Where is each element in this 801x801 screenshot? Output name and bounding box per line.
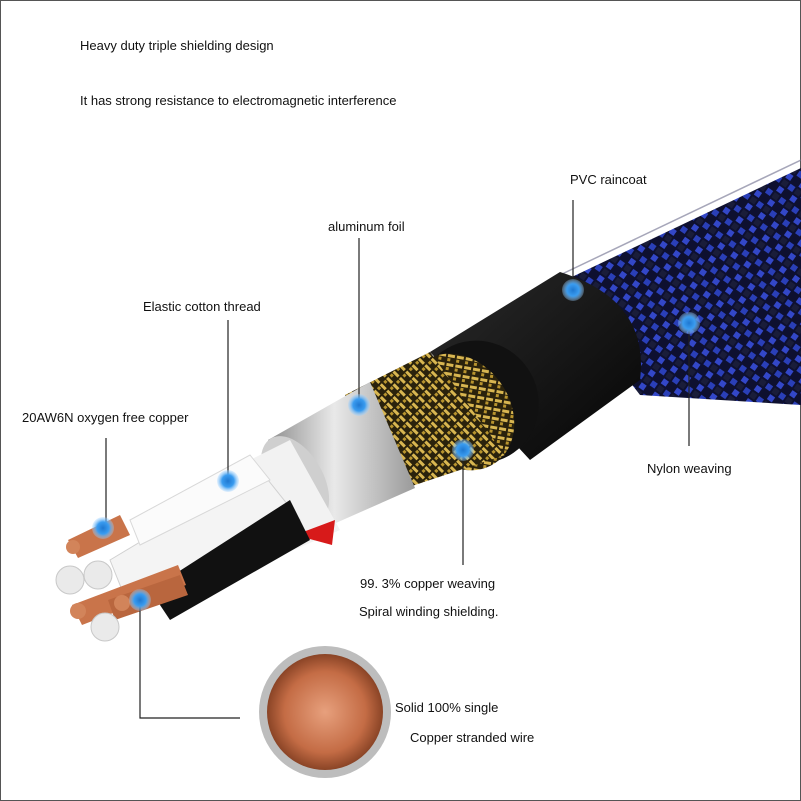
marker-pvc (562, 279, 584, 301)
label-solid-single: Solid 100% single (395, 700, 499, 715)
label-aluminum-foil: aluminum foil (328, 219, 405, 234)
marker-aluminum (348, 394, 370, 416)
label-spiral-shielding: Spiral winding shielding. (359, 604, 499, 619)
label-elastic-cotton: Elastic cotton thread (143, 299, 261, 314)
label-nylon-weaving: Nylon weaving (647, 461, 732, 476)
marker-nylon (678, 312, 700, 334)
marker-copper (92, 517, 114, 539)
label-oxygen-free-copper: 20AW6N oxygen free copper (22, 410, 189, 425)
label-pvc-raincoat: PVC raincoat (570, 172, 647, 187)
label-copper-weaving: 99. 3% copper weaving (360, 576, 496, 591)
marker-weaving (452, 439, 474, 461)
label-copper-stranded: Copper stranded wire (410, 730, 535, 745)
marker-cotton (217, 470, 239, 492)
inner-conductors (55, 440, 340, 642)
marker-dots (92, 279, 700, 611)
leader-lines (105, 200, 690, 719)
marker-solid (129, 589, 151, 611)
copper-wire-cross-section (259, 646, 391, 778)
heading-line-1: Heavy duty triple shielding design (80, 38, 274, 53)
heading-line-2: It has strong resistance to electromagne… (80, 93, 397, 108)
